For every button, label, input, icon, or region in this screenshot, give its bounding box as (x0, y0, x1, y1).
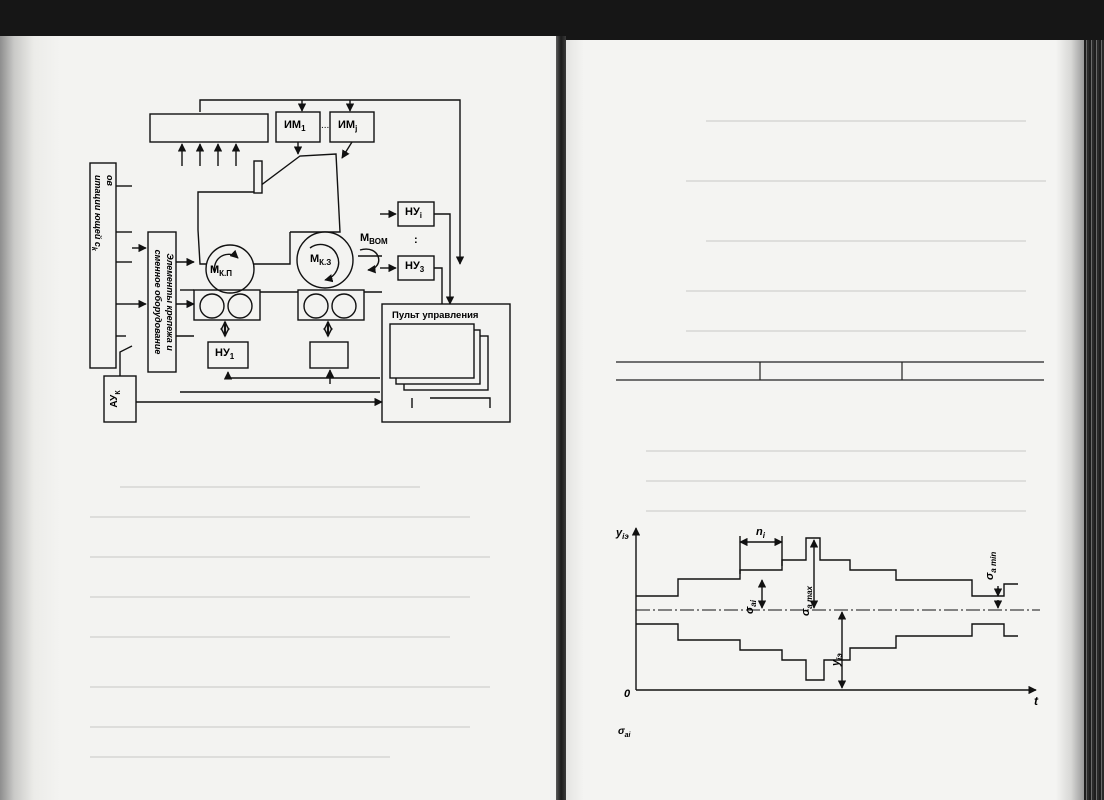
table-rules (616, 361, 1044, 381)
left-page: ИМ1 ... ИМj НУi : НУ3 МВОМ МК.П МК.З НУ1… (0, 36, 556, 800)
page-stack-edge (1084, 40, 1104, 800)
top-block (149, 113, 269, 143)
im-j-box (329, 111, 375, 143)
below-sigma-label: σai (618, 726, 631, 739)
rear-wheel (296, 231, 354, 289)
control-panel-title: Пульт управления (392, 310, 479, 321)
sigma-min-label: σa min (984, 551, 999, 580)
au-k-label: АУК (109, 390, 122, 408)
origin-label: 0 (624, 688, 631, 700)
scan-top-border (0, 0, 1104, 42)
block-diagram (89, 99, 511, 423)
equipment-box (147, 231, 177, 373)
nu-dots: : (414, 234, 418, 246)
upper-envelope (636, 537, 1018, 597)
nu-1-box (207, 341, 249, 369)
step-graph (631, 527, 1040, 695)
equipment-label: Элементы крепежа и сменное оборудование (153, 249, 175, 355)
front-wheel (205, 244, 255, 294)
left-source-label: ов итации ющей ck (90, 175, 115, 251)
au-k-box (103, 375, 137, 423)
im-j-label: ИМj (338, 119, 358, 134)
y-mid-label: yiэ (830, 653, 845, 666)
im-1-label: ИМ1 (284, 119, 306, 134)
nu-i-box (397, 201, 435, 227)
m-vom-label: МВОМ (360, 232, 388, 247)
sigma-ai-label: σai (744, 600, 759, 614)
lower-envelope (636, 623, 1018, 681)
nu-1-label: НУ1 (215, 347, 235, 362)
nu-3-label: НУ3 (405, 260, 425, 275)
m-kp-label: МК.П (210, 264, 233, 279)
im-dots: ... (321, 120, 330, 131)
nu-empty-box (309, 341, 349, 369)
x-axis-label: t (1034, 694, 1038, 708)
left-source-box (89, 162, 117, 369)
m-kz-label: МК.З (310, 253, 332, 268)
sigma-max-label: σa max (800, 586, 815, 616)
n-i-label: ni (756, 526, 765, 541)
y-axis-label: yiэ (616, 527, 629, 542)
book-gutter (556, 36, 566, 800)
right-page: yiэ t 0 ni σai σa max yiэ σa min σai (566, 40, 1084, 800)
nu-i-label: НУi (405, 206, 423, 221)
im-1-box (275, 111, 321, 143)
